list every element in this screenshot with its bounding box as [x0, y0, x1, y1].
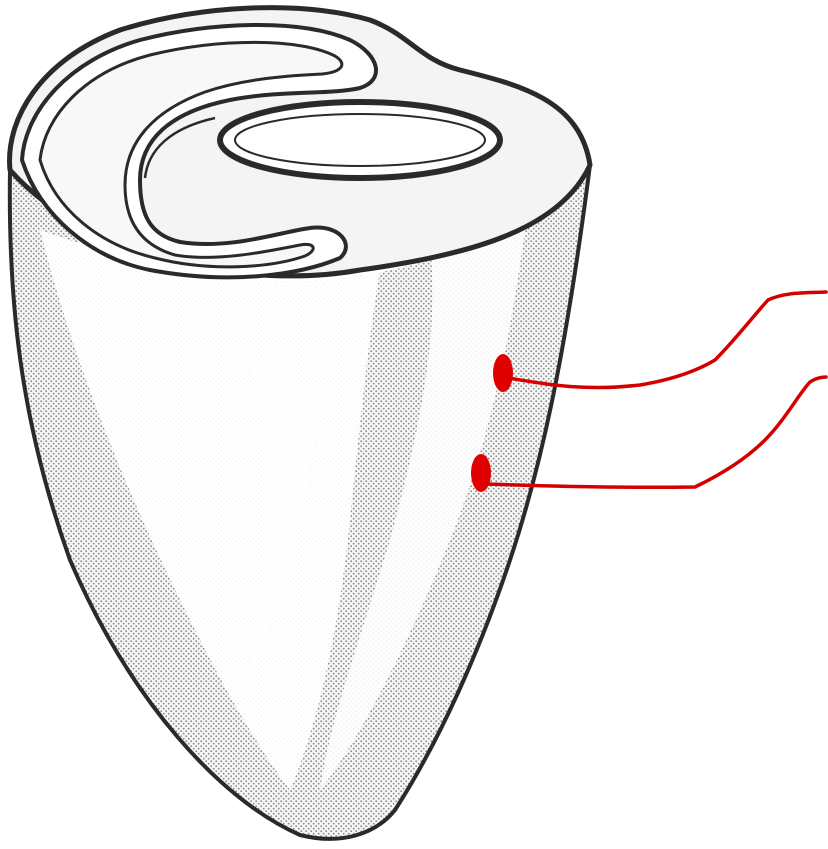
electrode-lower-dot: [471, 454, 491, 492]
electrode-upper-dot: [493, 354, 513, 392]
cross-section-top: [10, 8, 590, 278]
